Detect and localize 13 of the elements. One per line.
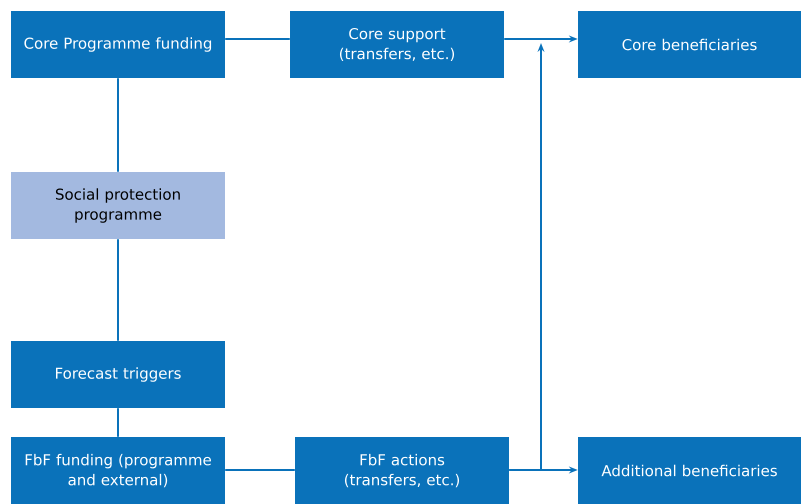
process-box: Core support (transfers, etc.) [290, 11, 504, 78]
process-box: Core beneficiaries [578, 11, 801, 78]
connector [117, 239, 119, 341]
connector [117, 408, 119, 437]
process-box: Social protection programme [11, 172, 225, 239]
process-box: Forecast triggers [11, 341, 225, 408]
process-box: Additional beneficiaries [578, 437, 801, 504]
process-box: FbF actions (transfers, etc.) [295, 437, 509, 504]
connector [225, 469, 295, 471]
process-box: Core Programme funding [11, 11, 225, 78]
connector [117, 78, 119, 172]
connector [225, 38, 290, 40]
process-box: FbF funding (programme and external) [11, 437, 225, 504]
